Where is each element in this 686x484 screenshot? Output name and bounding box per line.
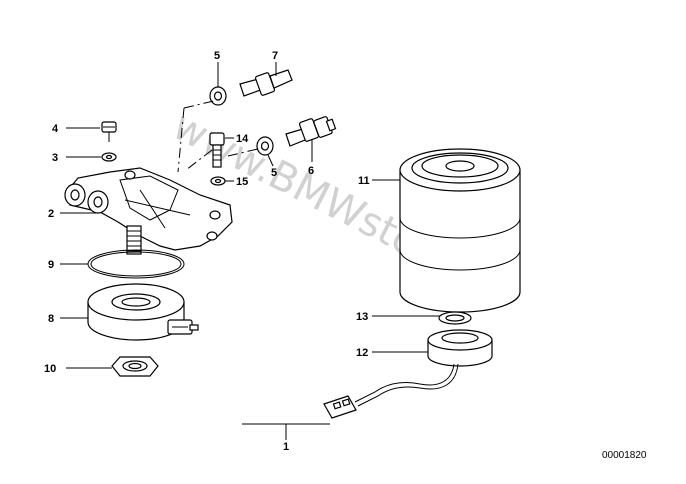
part-12-water-sensor[interactable] (323, 329, 493, 419)
part-5-seal-upper[interactable] (209, 86, 227, 106)
part-7-union[interactable] (239, 69, 293, 97)
callout-1: 1 (283, 441, 289, 453)
part-5-seal-lower[interactable] (256, 136, 274, 156)
callout-7: 7 (272, 50, 278, 62)
bracket-thread (126, 225, 142, 255)
part-2-filter-bracket[interactable] (64, 167, 233, 251)
callout-5-lower: 5 (271, 167, 277, 179)
callout-14: 14 (236, 133, 249, 145)
part-15-washer[interactable] (210, 176, 226, 186)
leader-lines (60, 62, 440, 440)
part-8-heater-ring[interactable] (87, 283, 199, 341)
part-10-nut[interactable] (111, 356, 159, 377)
part-3-washer[interactable] (101, 152, 117, 162)
part-11-fuel-filter[interactable] (399, 148, 521, 313)
callout-3: 3 (52, 152, 58, 164)
callout-9: 9 (48, 259, 54, 271)
part-4-bolt[interactable] (101, 121, 117, 142)
assembly-lines (177, 99, 263, 173)
part-14-bolt[interactable] (209, 132, 225, 168)
callout-8: 8 (48, 313, 54, 325)
callout-2: 2 (48, 208, 54, 220)
callout-10: 10 (44, 363, 56, 375)
callout-6: 6 (308, 165, 314, 177)
part-6-sensor[interactable] (285, 116, 337, 147)
callout-4: 4 (52, 123, 59, 135)
part-13-seal[interactable] (438, 311, 472, 325)
callout-15: 15 (236, 176, 248, 188)
callout-5-upper: 5 (214, 50, 220, 62)
callout-11: 11 (358, 175, 370, 187)
callout-12: 12 (356, 347, 368, 359)
callout-13: 13 (356, 311, 368, 323)
drawing-code: 00001820 (602, 450, 647, 461)
